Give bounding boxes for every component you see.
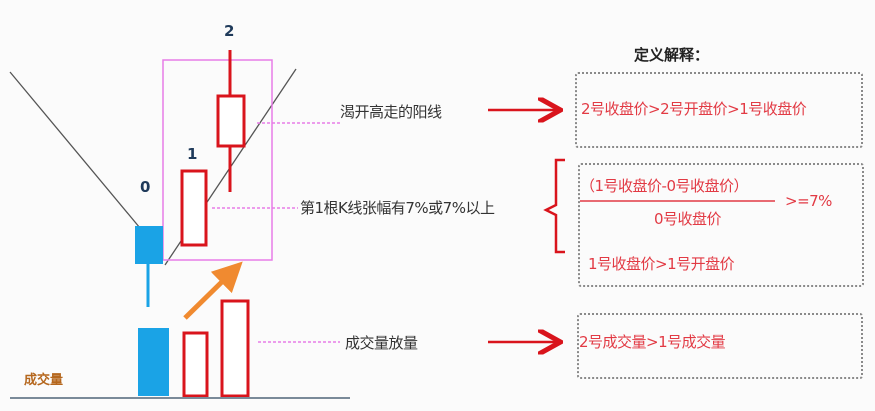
volume-bar-0 [138,328,169,396]
definition-rise-denominator: 0号收盘价 [654,210,722,228]
volume-bar-1 [182,331,209,398]
definition-volume: 2号成交量>1号成交量 [579,333,726,351]
definition-rise-second: 1号收盘价>1号开盘价 [588,255,735,273]
definition-box-gap-up: 2号收盘价>2号开盘价>1号收盘价 [575,72,863,148]
volume-axis-label: 成交量 [24,373,64,388]
candle-0-label: 0 [140,178,151,196]
definition-rise-compare: >=7% [785,192,832,210]
definition-box-rise: （1号收盘价-0号收盘价） 0号收盘价 >=7% 1号收盘价>1号开盘价 [578,163,864,287]
volume-trend-arrow [183,261,243,320]
annotation-gap-up: 渴开高走的阳线 [340,103,442,121]
brace [543,158,565,254]
definition-box-volume: 2号成交量>1号成交量 [577,313,863,379]
candle-1-label: 1 [187,145,198,163]
volume-bar-2 [220,299,250,398]
candle-2-body [216,94,246,148]
annotation-volume: 成交量放量 [345,334,418,352]
definition-gap-up: 2号收盘价>2号开盘价>1号收盘价 [581,100,807,118]
definition-rise-numerator: （1号收盘价-0号收盘价） [580,177,749,195]
downtrend-line [9,71,141,229]
candle-2-label: 2 [224,22,235,40]
candle-0-body [135,226,163,264]
highlight-box [162,59,273,261]
annotation-rise: 第1根K线张幅有7%或7%以上 [300,199,495,217]
definition-title: 定义解释： [634,46,710,64]
candle-1-body [180,169,208,247]
